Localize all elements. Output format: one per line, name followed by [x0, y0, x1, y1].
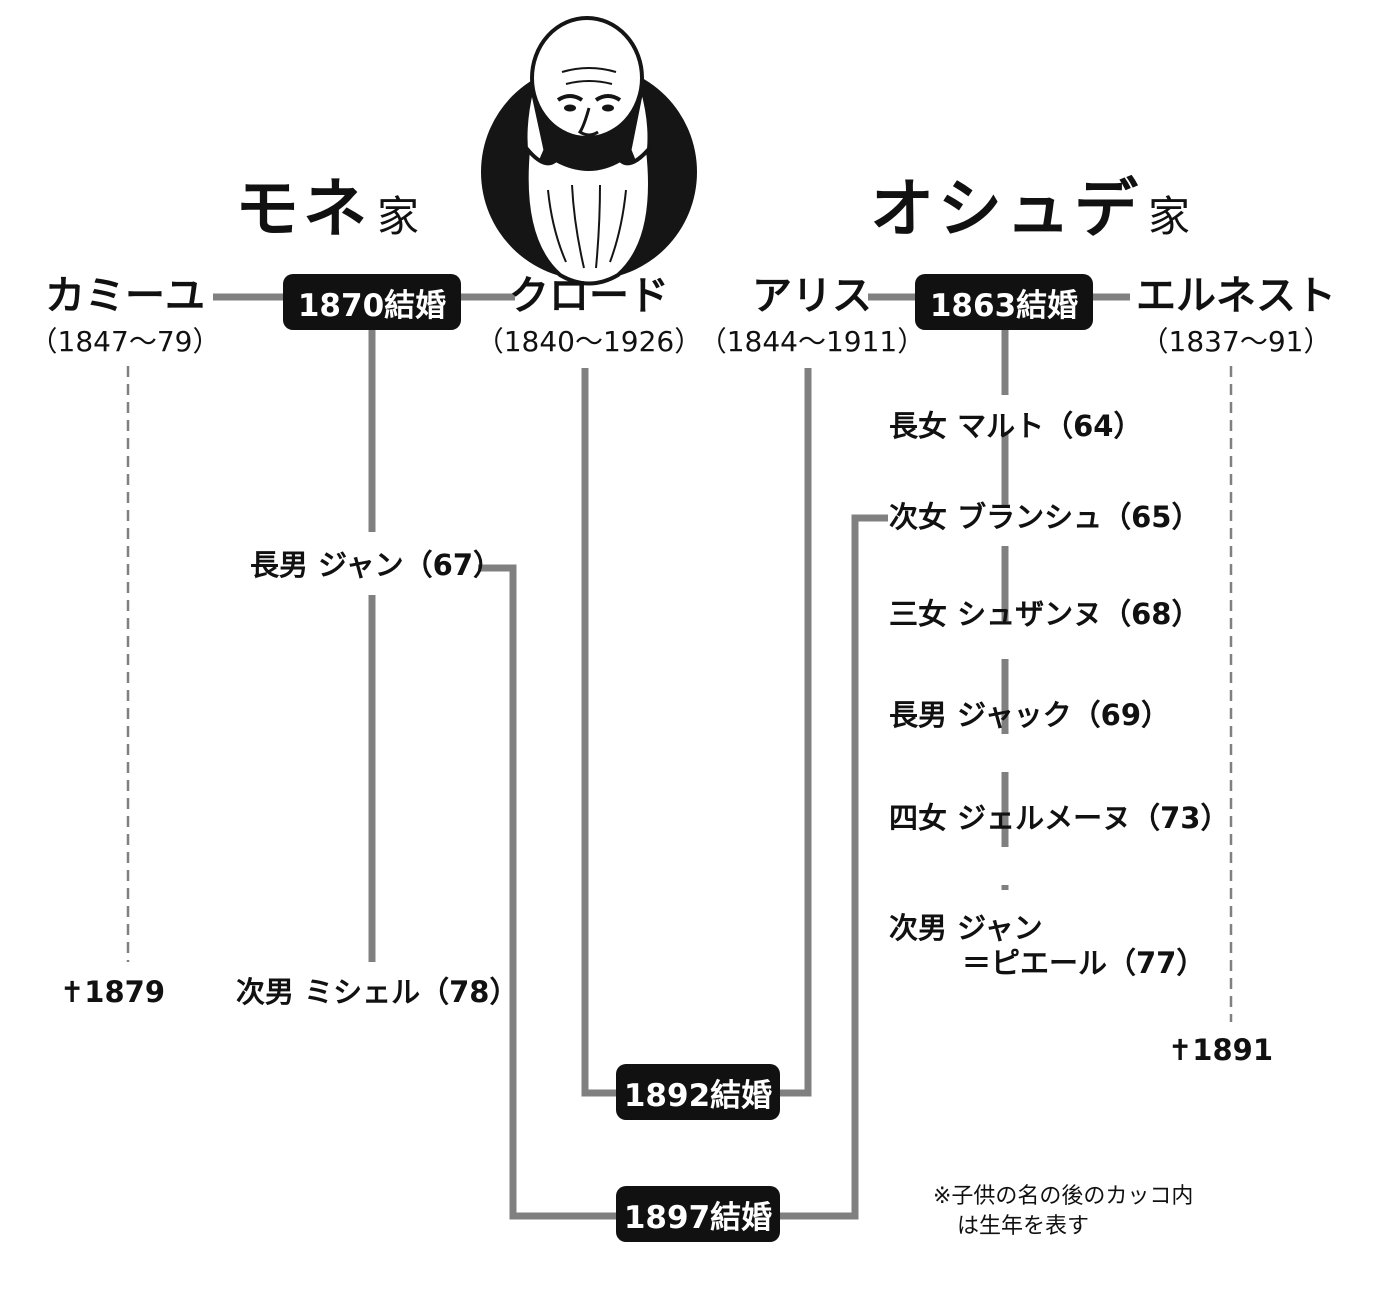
hoschede-child-jacques: 長男 ジャック（69）	[889, 698, 1171, 732]
camille-death-year: ✝1879	[60, 975, 166, 1009]
marriage-1863-badge: 1863結婚	[915, 274, 1093, 330]
blanche-1897-link	[775, 514, 888, 1220]
hoschede-child-jeanpierre-line1: 次男 ジャン	[889, 911, 1043, 945]
marriage-1870-badge: 1870結婚	[283, 274, 461, 330]
hoschede-family-suffix: 家	[1148, 192, 1191, 241]
jean-1897-link	[478, 564, 620, 1220]
alice-name: アリス	[752, 273, 872, 319]
alice-years: （1844〜1911）	[698, 325, 926, 358]
note-line-2: は生年を表す	[957, 1213, 1090, 1239]
ernest-years: （1837〜91）	[1140, 325, 1332, 358]
monet-child-jean: 長男 ジャン（67）	[250, 548, 503, 582]
ernest-death-year: ✝1891	[1168, 1033, 1274, 1067]
hoschede-child-jeanpierre-line2: ＝ピエール（77）	[962, 946, 1206, 980]
ernest-name: エルネスト	[1136, 273, 1336, 319]
marriage-1892-badge: 1892結婚	[616, 1064, 780, 1120]
camille-years: （1847〜79）	[29, 325, 221, 358]
claude-name: クロード	[509, 273, 669, 319]
hoschede-child-suzanne: 三女 シュザンヌ（68）	[889, 597, 1201, 631]
marriage-1897-badge: 1897結婚	[616, 1186, 780, 1242]
monet-family-name: モネ	[235, 173, 371, 247]
claude-years: （1840〜1926）	[475, 325, 703, 358]
hoschede-family-title: オシュデ家	[870, 178, 1190, 242]
claude-1892-link	[581, 368, 620, 1097]
note-line-1: ※子供の名の後のカッコ内	[933, 1184, 1194, 1209]
hoschede-child-marthe: 長女 マルト（64）	[889, 409, 1143, 443]
note: ※子供の名の後のカッコ内 は生年を表す	[933, 1182, 1193, 1241]
hoschede-child-blanche: 次女 ブランシュ（65）	[889, 500, 1201, 534]
monet-family-title: モネ家	[235, 178, 419, 242]
monet-child-michel: 次男 ミシェル（78）	[236, 975, 519, 1009]
alice-1892-link	[775, 368, 812, 1097]
camille-name: カミーユ	[45, 273, 205, 319]
hoschede-family-name: オシュデ	[870, 173, 1142, 247]
hoschede-child-germaine: 四女 ジェルメーヌ（73）	[889, 801, 1230, 835]
monet-family-suffix: 家	[377, 192, 420, 241]
